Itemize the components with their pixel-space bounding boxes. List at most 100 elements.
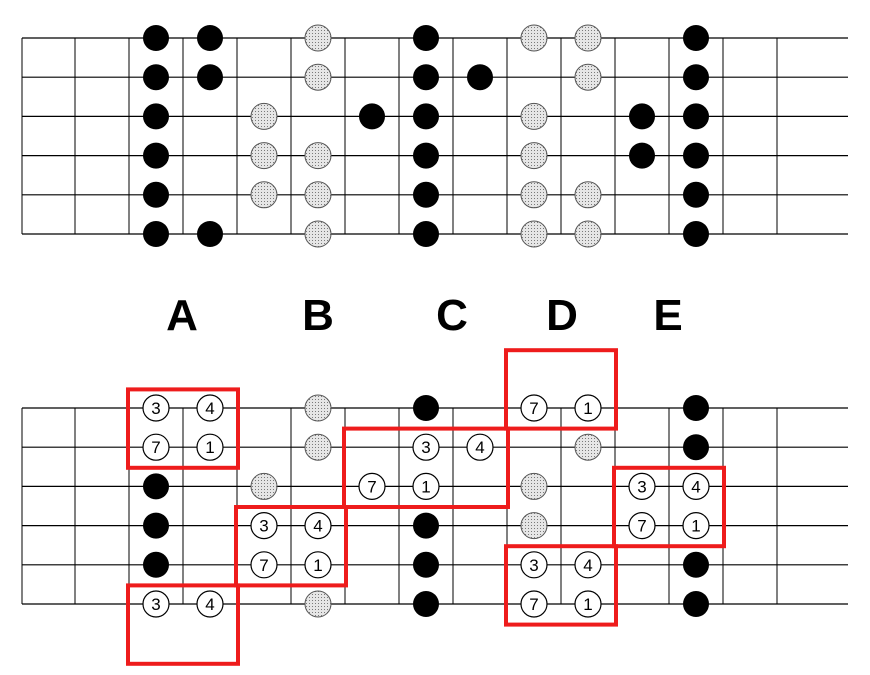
bottom-dot-shaded xyxy=(304,590,332,618)
top-dot-filled xyxy=(413,142,439,169)
top-dot-filled xyxy=(413,64,439,91)
bottom-dot-numbered xyxy=(142,394,170,422)
top-dot-filled xyxy=(413,25,439,51)
bottom-dot-numbered xyxy=(574,551,602,579)
bottom-dot-number: 1 xyxy=(421,477,430,496)
bottom-dot-filled xyxy=(413,395,439,421)
bottom-dot-number: 1 xyxy=(691,517,700,536)
top-dot-filled xyxy=(683,221,709,247)
bottom-highlight-box-e xyxy=(612,465,726,549)
bottom-dot-numbered xyxy=(520,590,548,618)
bottom-highlight-box-c xyxy=(342,426,510,510)
bottom-dot-number: 3 xyxy=(529,556,538,575)
bottom-dot-number: 7 xyxy=(637,517,646,536)
top-dot-shaded xyxy=(304,142,332,170)
top-dot-filled xyxy=(413,221,439,247)
bottom-dot-number: 4 xyxy=(205,595,214,614)
position-label-d: D xyxy=(546,291,578,340)
bottom-dot-filled xyxy=(413,591,439,617)
bottom-dot-number: 4 xyxy=(313,517,322,536)
bottom-dot-numbered xyxy=(466,433,494,461)
bottom-dot-shaded xyxy=(304,433,332,461)
top-dot-shaded xyxy=(520,142,548,170)
bottom-dot-filled xyxy=(413,551,439,578)
bottom-dot-shaded xyxy=(520,512,548,540)
position-label-e: E xyxy=(653,291,682,340)
top-dot-filled xyxy=(197,25,223,51)
bottom-dot-shaded xyxy=(574,433,602,461)
bottom-dot-numbered xyxy=(520,394,548,422)
bottom-dot-shaded xyxy=(304,394,332,422)
bottom-dot-number: 7 xyxy=(529,595,538,614)
bottom-highlight-box-d-upper xyxy=(504,348,618,431)
bottom-dot-number: 3 xyxy=(421,438,430,457)
top-dot-filled xyxy=(683,64,709,91)
top-dot-filled xyxy=(629,103,655,130)
bottom-dot-number: 7 xyxy=(367,477,376,496)
bottom-dot-numbered xyxy=(196,590,224,618)
top-dot-filled xyxy=(143,25,169,51)
bottom-dot-filled xyxy=(683,434,709,461)
bottom-dot-number: 4 xyxy=(583,556,592,575)
top-dot-shaded xyxy=(574,24,602,52)
bottom-dot-filled xyxy=(683,395,709,421)
top-dot-filled xyxy=(629,142,655,169)
bottom-dot-number: 1 xyxy=(583,595,592,614)
bottom-dot-numbered xyxy=(682,511,710,540)
top-dot-shaded xyxy=(304,220,332,248)
bottom-dot-number: 3 xyxy=(151,595,160,614)
top-dot-shaded xyxy=(250,181,278,209)
bottom-dot-numbered xyxy=(142,590,170,618)
bottom-dot-filled xyxy=(413,512,439,539)
top-dot-filled xyxy=(413,181,439,208)
bottom-dot-number: 7 xyxy=(259,556,268,575)
bottom-dot-numbered xyxy=(412,472,440,500)
top-dot-shaded xyxy=(574,181,602,209)
position-label-c: C xyxy=(436,291,468,340)
top-dot-filled xyxy=(143,64,169,91)
bottom-dot-numbered xyxy=(196,394,224,422)
top-dot-shaded xyxy=(250,102,278,130)
bottom-dot-numbered xyxy=(628,472,656,500)
bottom-dot-number: 1 xyxy=(205,438,214,457)
position-label-a: A xyxy=(166,291,198,340)
bottom-dot-shaded xyxy=(250,472,278,500)
bottom-dot-number: 7 xyxy=(151,438,160,457)
bottom-dot-numbered xyxy=(250,551,278,579)
top-dot-shaded xyxy=(304,24,332,52)
bottom-dot-numbered xyxy=(304,511,332,540)
position-label-b: B xyxy=(302,291,334,340)
bottom-highlight-box-a-lower xyxy=(126,583,240,666)
top-dot-filled xyxy=(683,103,709,130)
bottom-dot-numbered xyxy=(358,472,386,500)
top-dot-filled xyxy=(683,25,709,51)
position-labels: A B C D E xyxy=(166,291,683,340)
top-dot-shaded xyxy=(520,220,548,248)
bottom-dot-number: 1 xyxy=(313,556,322,575)
top-dot-filled xyxy=(467,64,493,91)
bottom-dot-shaded xyxy=(520,472,548,500)
bottom-dot-filled xyxy=(683,551,709,578)
bottom-dot-number: 4 xyxy=(691,477,700,496)
bottom-dot-number: 3 xyxy=(259,517,268,536)
bottom-highlight-box-d-lower xyxy=(504,544,618,627)
bottom-dot-filled xyxy=(143,551,169,578)
top-dot-shaded xyxy=(574,220,602,248)
bottom-dot-numbered xyxy=(574,394,602,422)
bottom-dot-number: 1 xyxy=(583,399,592,418)
top-dot-filled xyxy=(143,142,169,169)
bottom-dot-numbered xyxy=(304,551,332,579)
top-dot-filled xyxy=(683,181,709,208)
bottom-dot-number: 4 xyxy=(205,399,214,418)
top-fretboard xyxy=(21,24,848,248)
bottom-dot-numbered xyxy=(628,511,656,540)
bottom-dot-numbered xyxy=(574,590,602,618)
top-dot-shaded xyxy=(574,63,602,91)
bottom-dot-number: 3 xyxy=(151,399,160,418)
bottom-dot-numbered xyxy=(250,511,278,540)
bottom-highlight-box-b xyxy=(234,505,348,588)
bottom-dot-numbered xyxy=(142,433,170,461)
top-dot-shaded xyxy=(250,142,278,170)
bottom-highlight-box-a-upper xyxy=(126,387,240,470)
